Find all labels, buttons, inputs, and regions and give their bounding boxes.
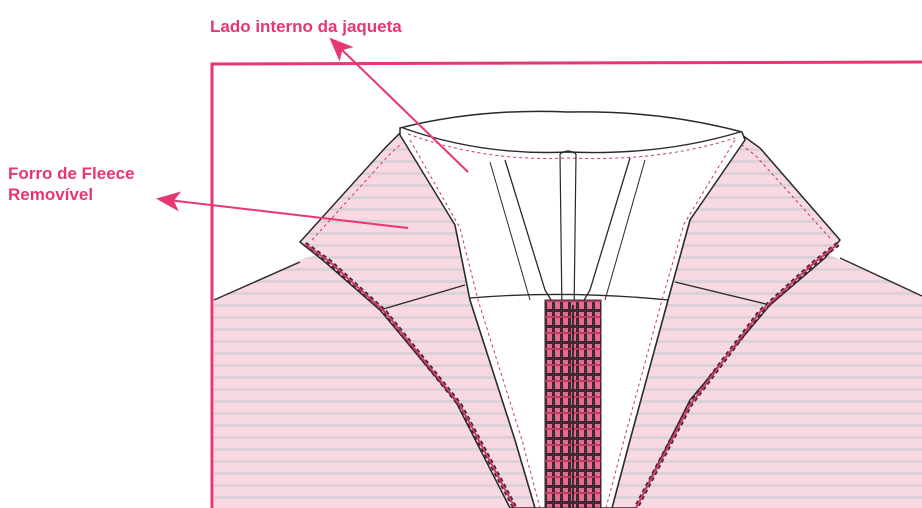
fleece-arrow (156, 191, 409, 229)
fleece-label-line-1: Forro de Fleece (8, 164, 135, 183)
jacket-body-right (620, 230, 922, 508)
fleece-lining-annotation: Forro de Fleece Removível (8, 163, 135, 205)
jacket-body-left (214, 234, 520, 508)
fleece-label-line-2: Removível (8, 185, 94, 204)
frame-border (210, 60, 922, 508)
inner-side-arrow (329, 37, 469, 173)
inner-side-annotation: Lado interno da jaqueta (210, 17, 402, 36)
